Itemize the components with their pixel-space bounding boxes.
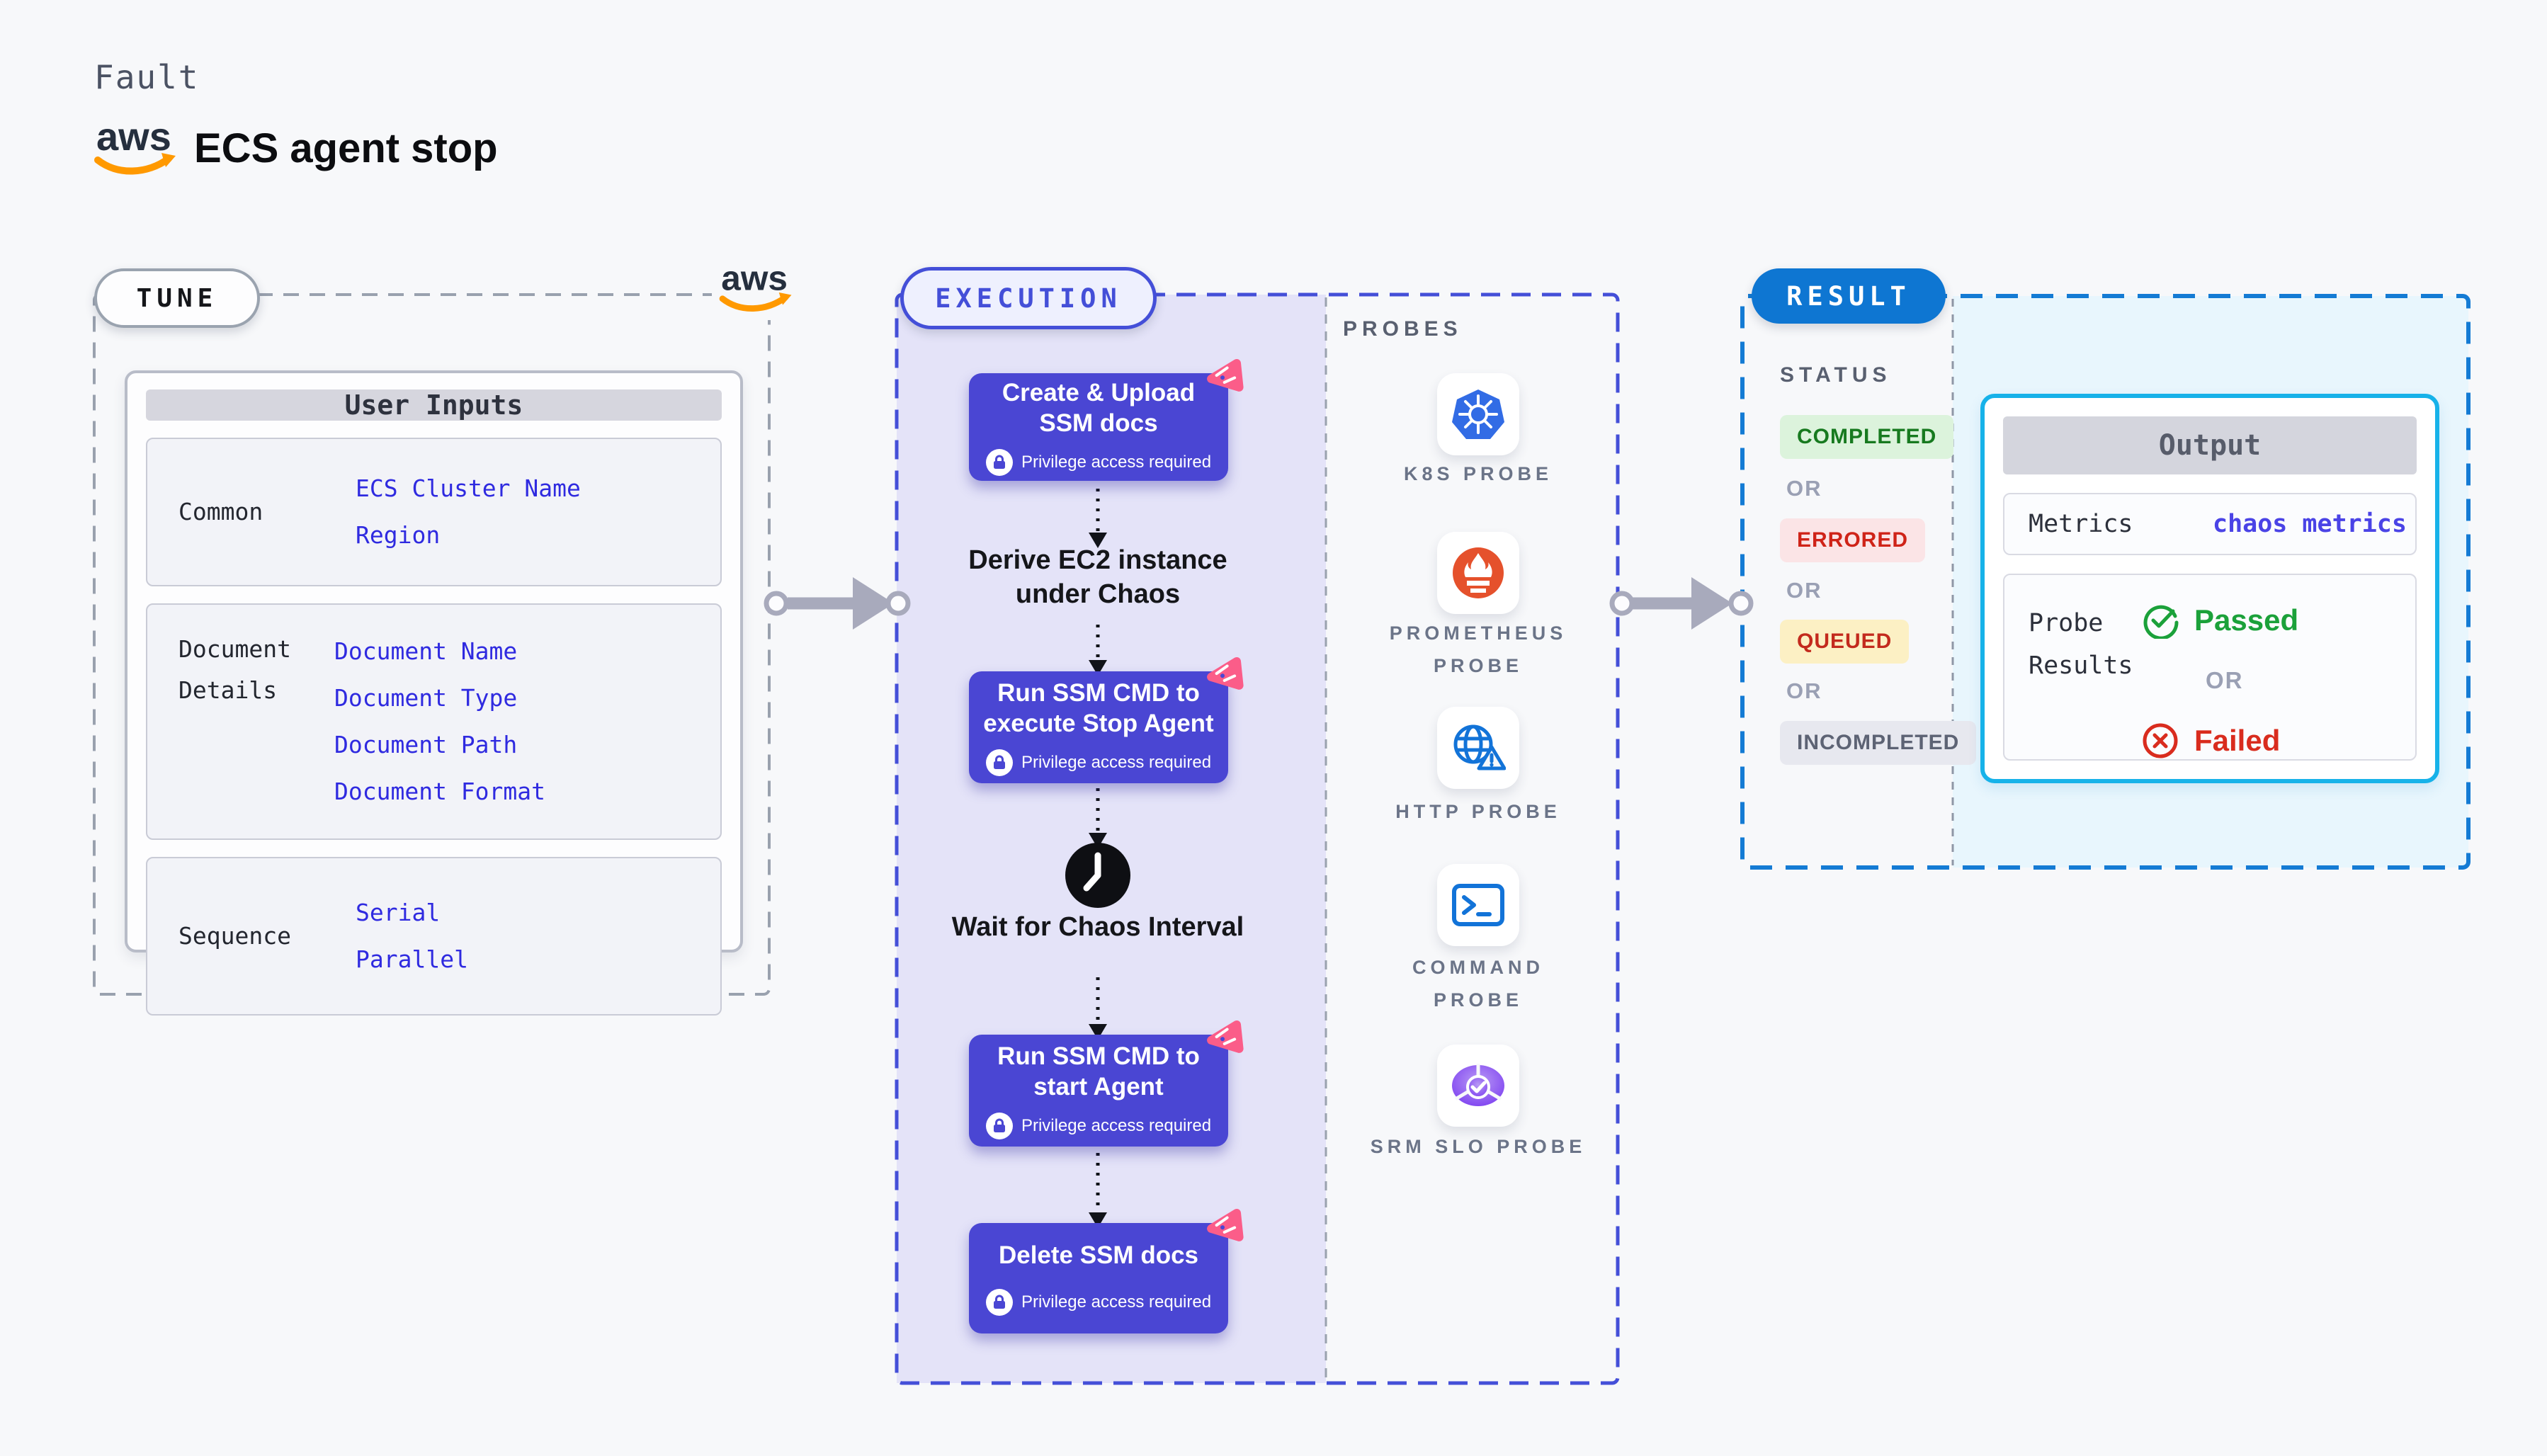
row-value: Document Type [334, 684, 518, 712]
step-title: Create & Upload SSM docs [1002, 379, 1196, 437]
aws-logo-tune: aws [712, 254, 800, 320]
output-header: Output [2003, 416, 2417, 475]
lock-icon [985, 1112, 1013, 1139]
probe-results-label: Probe Results [2029, 609, 2133, 680]
privilege-badge-label: Privilege access required [1021, 752, 1212, 772]
aws-logo: aws [92, 113, 178, 180]
privilege-badge: Privilege access required [985, 1112, 1212, 1139]
arrow-tune-to-execution [764, 577, 911, 630]
probe-card-command [1437, 864, 1519, 946]
or-separator: OR [2206, 667, 2244, 693]
row-value: Document Format [334, 778, 546, 805]
svg-text:aws: aws [96, 114, 171, 159]
prometheus-icon [1451, 546, 1505, 600]
arrow-execution-to-result [1609, 577, 1754, 630]
probe-card-k8s [1437, 373, 1519, 455]
check-circle-icon [2142, 602, 2179, 639]
svg-text:aws: aws [721, 258, 788, 297]
privilege-badge-label: Privilege access required [1021, 1292, 1212, 1312]
probes-heading: PROBES [1343, 317, 1463, 341]
litmus-pinwheel-icon [1202, 655, 1245, 696]
or-separator: OR [1786, 476, 1822, 501]
row-value: Region [356, 521, 441, 549]
output-card: Output Metrics chaos metrics Probe Resul… [1980, 394, 2439, 783]
clock-icon [1064, 841, 1132, 909]
lock-icon [985, 1289, 1013, 1316]
litmus-pinwheel-icon [1202, 1018, 1245, 1059]
passed-label: Passed [2194, 603, 2299, 637]
step-connector-arrowheads [1089, 533, 1107, 1228]
probe-results-row: Probe Results Passed OR [2003, 574, 2417, 761]
metrics-row: Metrics chaos metrics [2003, 493, 2417, 555]
globe-warning-icon [1451, 723, 1506, 773]
or-separator: OR [1786, 578, 1822, 603]
step-create-upload-ssm-docs: Create & Upload SSM docs Privilege acces… [969, 359, 1244, 481]
or-separator: OR [1786, 678, 1822, 703]
privilege-badge-label: Privilege access required [1021, 452, 1212, 472]
row-label: Document Details [178, 635, 291, 704]
row-value: Serial [356, 899, 441, 926]
lock-icon [985, 749, 1013, 776]
failed-result: Failed [2142, 722, 2298, 759]
slo-donut-check-icon [1450, 1062, 1507, 1109]
privilege-badge: Privilege access required [985, 448, 1212, 476]
step-run-ssm-start-agent: Run SSM CMD to start Agent Privilege acc… [969, 1020, 1244, 1147]
passed-result: Passed [2142, 602, 2298, 639]
litmus-pinwheel-icon [1202, 1207, 1245, 1248]
table-row-common: Common ECS Cluster Name Region [146, 438, 722, 586]
step-run-ssm-stop-agent: Run SSM CMD to execute Stop Agent Privil… [969, 657, 1244, 783]
status-heading: STATUS [1780, 363, 1892, 387]
tune-pill: TUNE [94, 268, 260, 328]
probe-card-http [1437, 707, 1519, 789]
metrics-value: chaos metrics [2213, 510, 2407, 539]
step-title: Run SSM CMD to start Agent [997, 1042, 1200, 1100]
row-value: Document Name [334, 637, 518, 665]
privilege-badge-label: Privilege access required [1021, 1115, 1212, 1135]
failed-label: Failed [2194, 724, 2281, 757]
row-label: Common [178, 498, 263, 525]
status-badge-queued: QUEUED [1780, 620, 1910, 664]
execution-pill: EXECUTION [900, 267, 1157, 329]
kubernetes-icon [1451, 387, 1506, 441]
execution-dashed-border [895, 292, 1620, 1385]
probe-label-prometheus: PROMETHEUS PROBE [1389, 622, 1567, 676]
step-derive-ec2: Derive EC2 instance under Chaos [968, 545, 1227, 609]
x-circle-icon [2142, 722, 2179, 759]
step-title: Delete SSM docs [998, 1241, 1199, 1269]
lock-icon [985, 448, 1013, 476]
tune-dashed-border [93, 293, 771, 996]
status-badge-incompleted: INCOMPLETED [1780, 721, 1977, 765]
metrics-label: Metrics [2029, 510, 2133, 539]
privilege-badge: Privilege access required [985, 1289, 1212, 1316]
step-delete-ssm-docs: Delete SSM docs Privilege access require… [969, 1209, 1244, 1333]
row-label: Sequence [178, 922, 291, 950]
page-title: ECS agent stop [194, 125, 498, 171]
probe-card-prometheus [1437, 532, 1519, 614]
result-dashed-border [1740, 294, 2471, 870]
step-title: Run SSM CMD to execute Stop Agent [983, 679, 1214, 737]
row-value: ECS Cluster Name [356, 474, 581, 502]
table-row-document-details: Document Details Document Name Document … [146, 603, 722, 840]
litmus-pinwheel-icon [1202, 357, 1245, 398]
result-pill: RESULT [1752, 268, 1946, 324]
privilege-badge: Privilege access required [985, 749, 1212, 776]
user-inputs-header: User Inputs [146, 389, 722, 421]
step-wait-chaos-interval: Wait for Chaos Interval [951, 912, 1244, 942]
row-value: Parallel [356, 945, 468, 973]
terminal-icon [1451, 883, 1505, 927]
probe-label-http: HTTP PROBE [1395, 801, 1561, 822]
table-row-sequence: Sequence Serial Parallel [146, 857, 722, 1016]
probe-card-srm-slo [1437, 1045, 1519, 1127]
status-badge-completed: COMPLETED [1780, 415, 1954, 459]
status-badge-errored: ERRORED [1780, 518, 1926, 562]
probe-label-k8s: K8S PROBE [1403, 463, 1553, 484]
row-value: Document Path [334, 731, 518, 758]
probe-label-srm-slo: SRM SLO PROBE [1370, 1136, 1587, 1157]
fault-eyebrow: Fault [94, 58, 200, 96]
probe-label-command: COMMAND PROBE [1412, 957, 1544, 1011]
user-inputs-table: User Inputs Common ECS Cluster Name Regi… [125, 370, 743, 1016]
